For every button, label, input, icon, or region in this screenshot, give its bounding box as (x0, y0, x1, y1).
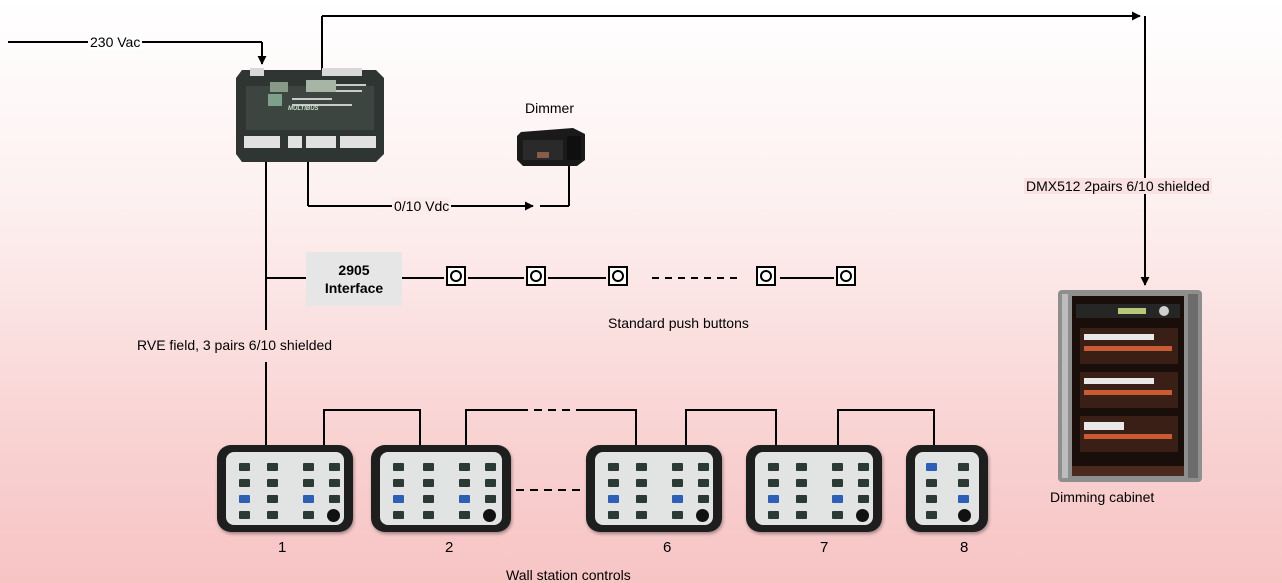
wall-station-number: 8 (960, 539, 969, 556)
dimming-cabinet (1058, 290, 1202, 482)
dimmer-unit (517, 128, 585, 166)
push-button (836, 266, 856, 286)
ws-bus-5 (837, 409, 935, 445)
interface-line1: 2905 (338, 262, 370, 278)
wall-station-6 (586, 445, 722, 532)
push-button (608, 266, 628, 286)
dimmer-title: Dimmer (525, 100, 574, 116)
wall-station-2 (371, 445, 511, 532)
ws-bus-4 (685, 409, 777, 445)
ws-bus-2 (465, 409, 520, 445)
wall-station-1 (217, 445, 353, 532)
power-label: 230 Vac (88, 34, 143, 50)
push-button (526, 266, 546, 286)
cabinet-label: Dimming cabinet (1050, 489, 1155, 505)
wall-station-7 (746, 445, 882, 532)
wall-station-8 (906, 445, 988, 532)
svg-text:MULTIBUS: MULTIBUS (288, 106, 319, 112)
vdc-label: 0/10 Vdc (392, 198, 452, 214)
ws-bus-3 (582, 409, 637, 445)
multibus-controller: MULTIBUS (236, 68, 384, 162)
wall-station-number: 7 (820, 539, 829, 556)
dmx-label: DMX512 2pairs 6/10 shielded (1024, 178, 1212, 194)
wall-station-number: 1 (278, 539, 287, 556)
push-button (446, 266, 466, 286)
push-buttons-label: Standard push buttons (608, 315, 749, 331)
wall-station-number: 6 (663, 539, 672, 556)
interface-box: 2905 Interface (306, 252, 402, 306)
wall-stations-label: Wall station controls (506, 567, 631, 583)
ws-bus-1 (323, 409, 421, 445)
rve-label: RVE field, 3 pairs 6/10 shielded (137, 337, 333, 353)
interface-line2: Interface (324, 280, 384, 296)
wall-station-number: 2 (445, 539, 454, 556)
push-button (756, 266, 776, 286)
